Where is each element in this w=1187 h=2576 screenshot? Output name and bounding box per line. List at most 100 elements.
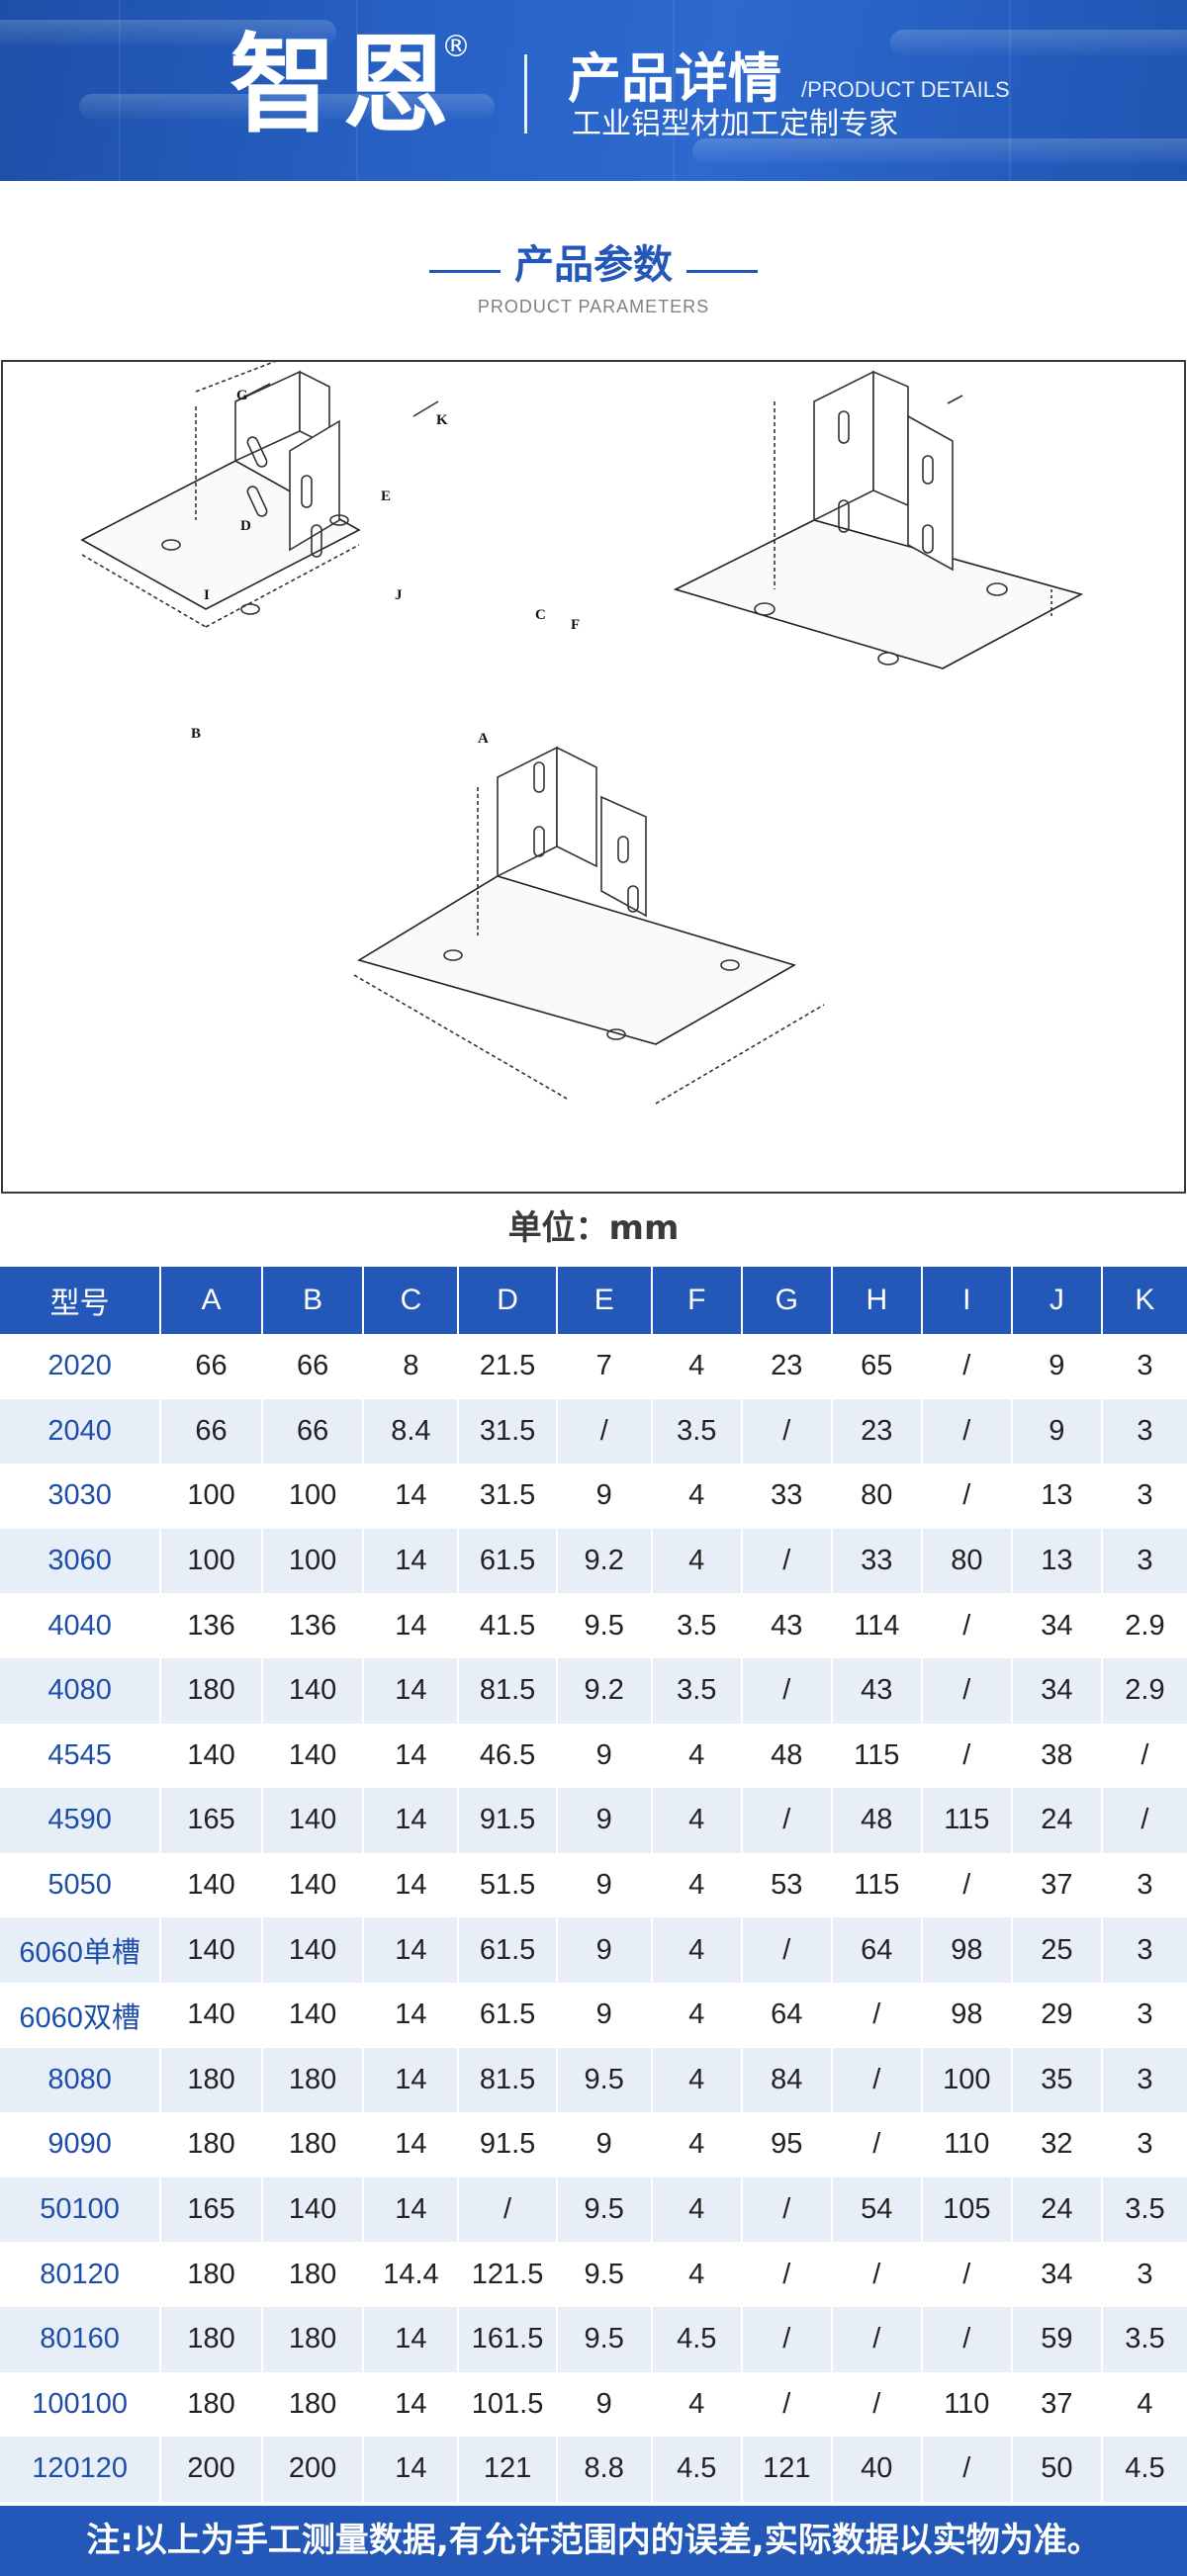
value-cell: 14 <box>363 2437 460 2502</box>
value-cell: 95 <box>741 2112 833 2177</box>
model-cell: 6060单槽 <box>0 1917 162 1983</box>
value-cell: 4 <box>651 2371 743 2438</box>
label-e: E <box>381 489 391 504</box>
column-header: J <box>1011 1267 1103 1334</box>
value-cell: 140 <box>261 2176 365 2243</box>
value-cell: 3 <box>1101 1334 1187 1399</box>
value-cell: 140 <box>160 1723 263 1789</box>
value-cell: 25 <box>1011 1917 1103 1983</box>
value-cell: 121 <box>458 2437 558 2502</box>
value-cell: 4 <box>651 1723 743 1789</box>
value-cell: 105 <box>921 2176 1013 2243</box>
column-header: E <box>556 1267 653 1334</box>
value-cell: / <box>921 1852 1013 1918</box>
value-cell: 61.5 <box>458 1917 558 1983</box>
value-cell: 3 <box>1101 1982 1187 2048</box>
value-cell: 180 <box>160 1657 263 1724</box>
value-cell: 61.5 <box>458 1982 558 2048</box>
value-cell: / <box>458 2176 558 2243</box>
value-cell: / <box>921 2242 1013 2307</box>
value-cell: 23 <box>831 1398 923 1465</box>
value-cell: 31.5 <box>458 1464 558 1529</box>
value-cell: 100 <box>160 1528 263 1594</box>
value-cell: / <box>1101 1723 1187 1789</box>
value-cell: 121 <box>741 2437 833 2502</box>
value-cell: 9.5 <box>556 2176 653 2243</box>
value-cell: / <box>831 2112 923 2177</box>
value-cell: 9.5 <box>556 2047 653 2113</box>
value-cell: 180 <box>160 2047 263 2113</box>
value-cell: 32 <box>1011 2112 1103 2177</box>
value-cell: 41.5 <box>458 1593 558 1658</box>
value-cell: 14 <box>363 1528 460 1594</box>
value-cell: 34 <box>1011 1657 1103 1724</box>
value-cell: 81.5 <box>458 2047 558 2113</box>
value-cell: / <box>741 1528 833 1594</box>
value-cell: 31.5 <box>458 1398 558 1465</box>
value-cell: 3.5 <box>651 1593 743 1658</box>
section-line-left <box>429 270 501 273</box>
value-cell: 9 <box>556 2112 653 2177</box>
value-cell: 9 <box>556 1982 653 2048</box>
value-cell: 14 <box>363 1723 460 1789</box>
value-cell: 4 <box>651 2242 743 2307</box>
value-cell: 161.5 <box>458 2306 558 2372</box>
value-cell: 9 <box>556 1852 653 1918</box>
value-cell: 180 <box>261 2306 365 2372</box>
section-line-right <box>686 270 758 273</box>
value-cell: / <box>831 2306 923 2372</box>
value-cell: 115 <box>921 1788 1013 1853</box>
value-cell: / <box>741 1917 833 1983</box>
value-cell: 14 <box>363 2047 460 2113</box>
value-cell: 9.5 <box>556 2242 653 2307</box>
value-cell: 59 <box>1011 2306 1103 2372</box>
value-cell: 180 <box>160 2242 263 2307</box>
value-cell: 100 <box>921 2047 1013 2113</box>
value-cell: 4 <box>651 2112 743 2177</box>
label-g: G <box>236 388 248 403</box>
value-cell: 98 <box>921 1917 1013 1983</box>
value-cell: 136 <box>261 1593 365 1658</box>
model-cell: 8080 <box>0 2047 162 2113</box>
page-title: 产品详情 <box>568 47 781 110</box>
value-cell: 66 <box>261 1398 365 1465</box>
value-cell: 2.9 <box>1101 1593 1187 1658</box>
value-cell: 9.5 <box>556 2306 653 2372</box>
model-cell: 6060双槽 <box>0 1982 162 2048</box>
column-header: K <box>1101 1267 1187 1334</box>
value-cell: 4.5 <box>1101 2437 1187 2502</box>
value-cell: 14 <box>363 2306 460 2372</box>
value-cell: 48 <box>831 1788 923 1853</box>
bracket-diagram: G K E D I J C F B A <box>1 360 1186 1194</box>
value-cell: 53 <box>741 1852 833 1918</box>
banner-decor <box>692 138 1187 164</box>
value-cell: 7 <box>556 1334 653 1399</box>
column-header: C <box>363 1267 460 1334</box>
value-cell: 100 <box>160 1464 263 1529</box>
value-cell: 4 <box>651 1982 743 2048</box>
model-cell: 3060 <box>0 1528 162 1594</box>
value-cell: / <box>921 2437 1013 2502</box>
value-cell: / <box>831 2371 923 2438</box>
value-cell: 98 <box>921 1982 1013 2048</box>
value-cell: 14 <box>363 1657 460 1724</box>
value-cell: 180 <box>160 2371 263 2438</box>
value-cell: 3.5 <box>1101 2306 1187 2372</box>
value-cell: 14 <box>363 1593 460 1658</box>
value-cell: 165 <box>160 2176 263 2243</box>
value-cell: 8.8 <box>556 2437 653 2502</box>
label-k: K <box>436 412 448 428</box>
value-cell: 34 <box>1011 1593 1103 1658</box>
value-cell: / <box>1101 1788 1187 1853</box>
value-cell: 14 <box>363 1464 460 1529</box>
